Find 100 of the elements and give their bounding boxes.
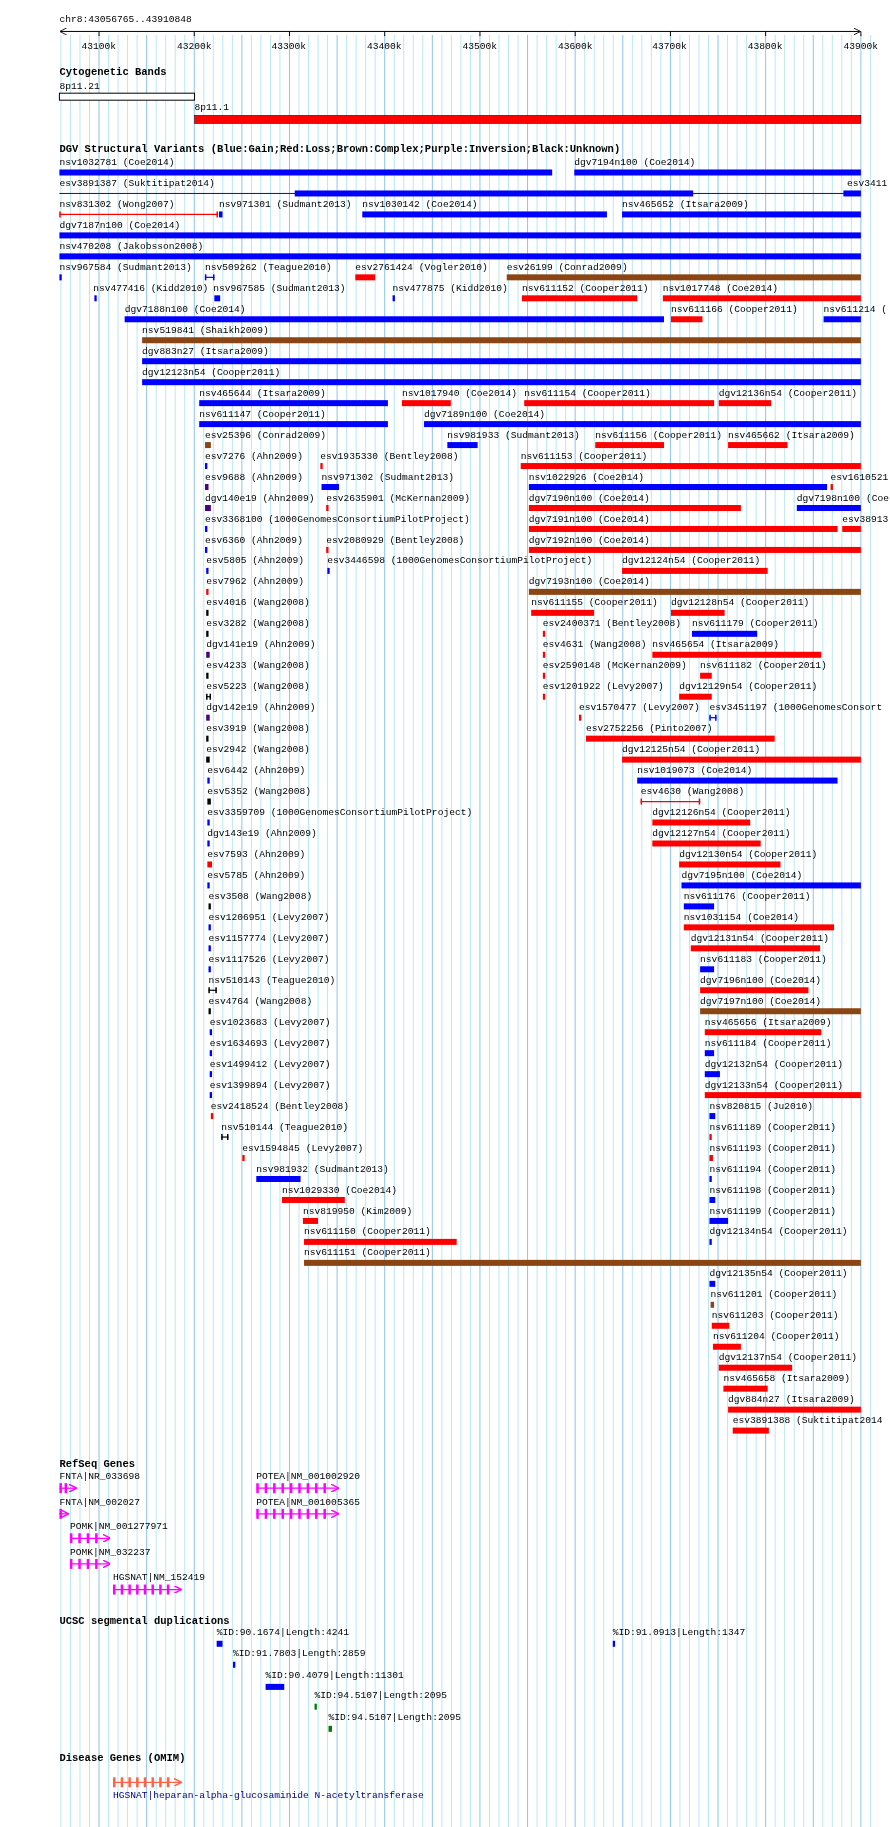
feature-label: esv1499412 (Levy2007) <box>209 1058 331 1070</box>
feature-label: nsv611151 (Cooper2011) <box>304 1247 431 1259</box>
feature-label: nsv611154 (Cooper2011) <box>524 387 651 399</box>
feature-label: dgv12136n54 (Cooper2011) <box>718 387 857 399</box>
feature-label: nsv831302 (Wong2007) <box>59 199 175 210</box>
feature-label: nsv611201 (Cooper2011) <box>710 1289 838 1301</box>
feature-label: dgv7196n100 (Coe2014) <box>700 974 821 986</box>
feature-label: dgv12129n54 (Cooper2011) <box>679 681 818 693</box>
feature-label: esv7276 (Ahn2009) <box>205 450 303 462</box>
feature-label: dgv12133n54 (Cooper2011) <box>704 1079 843 1091</box>
feature-label: esv4630 (Wang2008) <box>640 786 745 798</box>
gene-label: FNTA|NR_033698 <box>59 1471 140 1483</box>
feature-label: dgv141e19 (Ahn2009) <box>206 639 316 651</box>
feature-label: dgv7190n100 (Coe2014) <box>528 492 650 504</box>
axis-tick-label: 43600k <box>557 40 593 52</box>
feature-label: esv2752256 (Pinto2007) <box>585 723 713 735</box>
feature-label: nsv519841 (Shaikh2009) <box>142 324 269 336</box>
feature-label: nsv510144 (Teague2010) <box>221 1121 348 1133</box>
feature-label: esv6360 (Ahn2009) <box>205 534 303 546</box>
feature-label: %ID:91.7803|Length:2859 <box>232 1648 366 1660</box>
feature-label: dgv7192n100 (Coe2014) <box>528 534 650 546</box>
feature-label: %ID:94.5107|Length:2095 <box>328 1712 461 1724</box>
feature-label: nsv477416 (Kidd2010) <box>93 282 209 294</box>
feature-label: dgv7193n100 (Coe2014) <box>528 576 650 588</box>
feature-label: dgv143e19 (Ahn2009) <box>207 828 317 840</box>
gene-label: POTEA|NM_001002920 <box>256 1471 360 1483</box>
gene-label: POMK|NM_001277971 <box>69 1521 168 1533</box>
band-label: 8p11.21 <box>59 81 100 93</box>
feature-label: esv3508 (Wang2008) <box>208 891 313 902</box>
axis-tick-label: 43700k <box>652 40 687 52</box>
feature-label: dgv140e19 (Ahn2009) <box>205 492 315 504</box>
feature-label: nsv465656 (Itsara2009) <box>704 1016 832 1028</box>
feature-label: nsv611194 (Cooper2011) <box>709 1163 837 1175</box>
feature-label: esv3446598 (1000GenomesConsortiumPilotProject) <box>327 555 593 567</box>
feature-label: nsv819950 (Kim2009) <box>302 1205 413 1217</box>
feature-label: dgv12128n54 (Cooper2011) <box>671 597 810 609</box>
feature-label: nsv967585 (Sudmant2013) <box>213 282 346 294</box>
feature-label: nsv510143 (Teague2010) <box>208 974 336 986</box>
feature-label: dgv7195n100 (Coe2014) <box>681 870 803 881</box>
feature-label: esv3451197 (1000GenomesConsort <box>709 702 883 714</box>
feature-label: esv3891388 (Suktitipat2014 <box>732 1415 883 1427</box>
feature-label: nsv1017748 (Coe2014) <box>662 282 778 294</box>
feature-label: esv5805 (Ahn2009) <box>206 555 305 567</box>
feature-label: dgv142e19 (Ahn2009) <box>206 702 316 714</box>
axis-tick-label: 43400k <box>366 40 402 52</box>
feature-label: %ID:90.4079|Length:11301 <box>265 1670 404 1682</box>
feature-label: nsv971302 (Sudmant2013) <box>321 471 454 483</box>
feature-label: esv1935330 (Bentley2008) <box>320 450 459 462</box>
feature-label: nsv611156 (Cooper2011) <box>595 429 722 441</box>
feature-label: esv1594845 (Levy2007) <box>242 1142 364 1154</box>
feature-label: esv4016 (Wang2008) <box>206 597 310 609</box>
feature-label: nsv611203 (Cooper2011) <box>711 1310 839 1322</box>
feature-label: esv7593 (Ahn2009) <box>207 849 306 861</box>
feature-label: dgv7188n100 (Coe2014) <box>124 303 246 315</box>
feature-label: nsv477875 (Kidd2010) <box>392 282 508 294</box>
feature-label: nsv465652 (Itsara2009) <box>622 199 749 210</box>
position-label: chr8:43056765..43910848 <box>59 13 192 25</box>
feature-label: dgv884n27 (Itsara2009) <box>728 1394 855 1406</box>
feature-label: nsv611193 (Cooper2011) <box>709 1142 837 1154</box>
feature-label: nsv971301 (Sudmant2013) <box>219 199 352 210</box>
axis-tick-label: 43800k <box>747 40 783 52</box>
feature-label: nsv611184 (Cooper2011) <box>704 1037 832 1049</box>
feature-label: nsv611147 (Cooper2011) <box>199 408 326 420</box>
feature-label: nsv509262 (Teague2010) <box>205 261 332 273</box>
feature-label: nsv611166 (Cooper2011) <box>671 303 798 315</box>
axis-tick-label: 43500k <box>462 40 497 52</box>
feature-label: esv3919 (Wang2008) <box>206 723 310 735</box>
feature-label: nsv611198 (Cooper2011) <box>709 1184 837 1196</box>
feature-label: esv4631 (Wang2008) <box>542 639 647 651</box>
feature-label: dgv12134n54 (Cooper2011) <box>709 1226 848 1238</box>
feature-label: nsv1030142 (Coe2014) <box>362 199 478 210</box>
feature-label: nsv611189 (Cooper2011) <box>709 1121 837 1133</box>
feature-label: esv1206951 (Levy2007) <box>208 911 330 923</box>
feature-label: dgv7198n100 (Coe <box>796 492 889 504</box>
feature-label: nsv465644 (Itsara2009) <box>199 387 326 399</box>
feature-label: dgv7187n100 (Coe2014) <box>59 220 181 231</box>
feature-label: dgv12125n54 (Cooper2011) <box>622 744 761 756</box>
feature-label: esv1610521 <box>830 471 889 483</box>
feature-label: nsv1029330 (Coe2014) <box>281 1184 398 1196</box>
feature-label: nsv1022926 (Coe2014) <box>528 471 644 483</box>
feature-label: dgv883n27 (Itsara2009) <box>142 345 269 357</box>
feature-label: esv1201922 (Levy2007) <box>542 681 664 693</box>
feature-label: dgv7189n100 (Coe2014) <box>424 408 545 420</box>
feature-label: nsv611152 (Cooper2011) <box>521 282 649 294</box>
feature-label: nsv981932 (Sudmant2013) <box>256 1163 389 1175</box>
feature-label: esv4764 (Wang2008) <box>208 995 313 1007</box>
feature-label: esv2080929 (Bentley2008) <box>326 534 465 546</box>
feature-label: nsv611182 (Cooper2011) <box>700 660 827 672</box>
axis-tick-label: 43300k <box>271 40 306 52</box>
feature-label: nsv820815 (Ju2010) <box>709 1100 814 1112</box>
feature-label: dgv12131n54 (Cooper2011) <box>690 932 829 944</box>
feature-label: %ID:94.5107|Length:2095 <box>314 1690 447 1702</box>
feature-label: esv1634693 (Levy2007) <box>209 1037 331 1049</box>
track-title: Disease Genes (OMIM) <box>59 1753 186 1765</box>
feature-label: esv2418524 (Bentley2008) <box>210 1100 350 1112</box>
feature-label: nsv981933 (Sudmant2013) <box>447 429 580 441</box>
feature-label: nsv1031154 (Coe2014) <box>683 911 799 923</box>
feature-label: esv4233 (Wang2008) <box>206 660 310 672</box>
feature-label: esv5785 (Ahn2009) <box>207 870 306 881</box>
feature-label: dgv12137n54 (Cooper2011) <box>718 1352 857 1364</box>
